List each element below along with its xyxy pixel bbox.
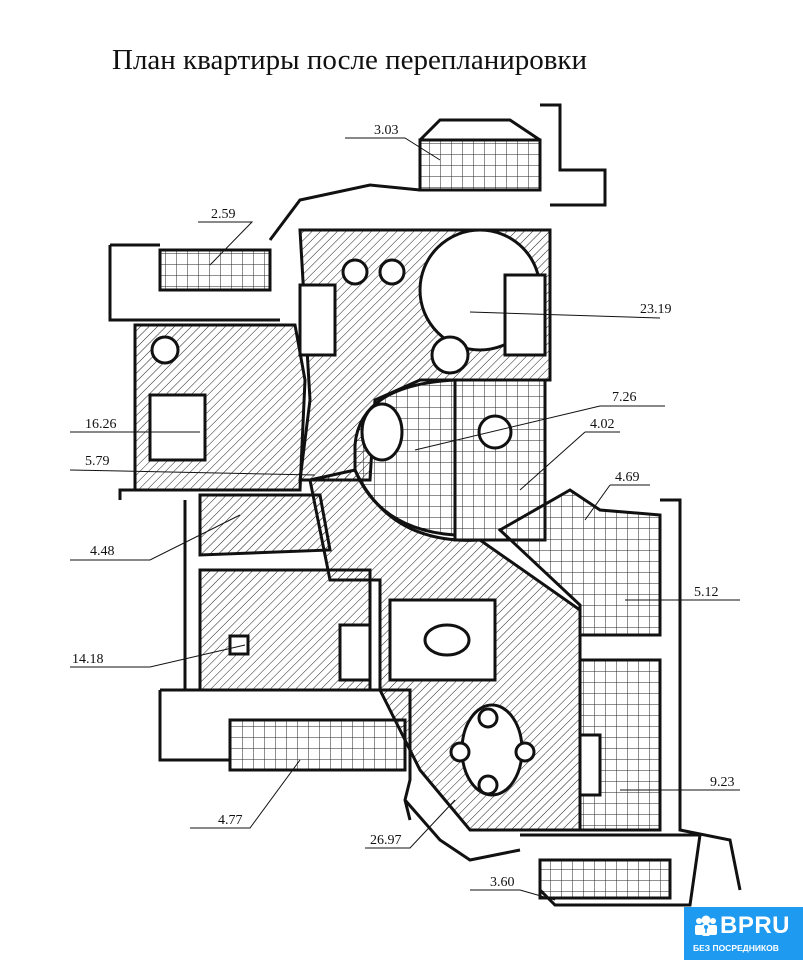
people-key-icon xyxy=(695,915,717,936)
balcony-bottom xyxy=(538,858,672,900)
area-label-loggia-bottom: 4.77 xyxy=(218,813,243,828)
area-label-dining-hall: 26.97 xyxy=(370,833,402,848)
loggia-bottom xyxy=(228,718,407,772)
area-label-room-left: 14.18 xyxy=(72,652,104,667)
area-label-wc: 4.02 xyxy=(590,417,615,432)
bpru-logo[interactable]: BPRU БЕЗ ПОСРЕДНИКОВ xyxy=(684,907,803,960)
area-label-bedroom: 16.26 xyxy=(85,417,117,432)
area-label-balcony-left: 2.59 xyxy=(211,207,236,222)
area-label-bathroom: 7.26 xyxy=(612,390,637,405)
balcony-top xyxy=(418,138,542,192)
logo-brand: BPRU xyxy=(720,912,791,939)
area-label-corridor: 5.79 xyxy=(85,454,110,469)
area-label-kitchen: 9.23 xyxy=(710,775,735,790)
area-label-hall-right: 4.69 xyxy=(615,470,640,485)
area-label-wardrobe: 4.48 xyxy=(90,544,115,559)
area-label-balcony-bottom: 3.60 xyxy=(490,875,515,890)
area-label-living-room: 23.19 xyxy=(640,302,672,317)
hall-right xyxy=(497,488,662,637)
area-label-storage: 5.12 xyxy=(694,585,719,600)
logo-tagline: БЕЗ ПОСРЕДНИКОВ xyxy=(693,943,779,953)
balcony-left xyxy=(158,248,272,292)
area-label-balcony-top: 3.03 xyxy=(374,123,399,138)
plan-title: План квартиры после перепланировки xyxy=(112,44,588,76)
